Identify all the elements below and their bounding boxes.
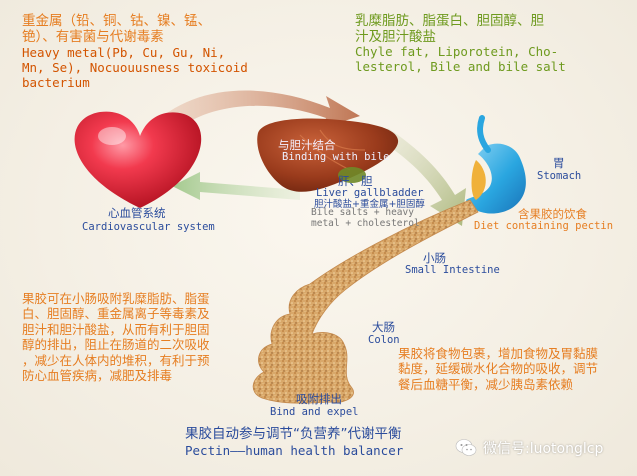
stomach-label-en: Stomach <box>537 170 582 182</box>
stomach-shape <box>466 143 526 214</box>
chyle-fat-en: Chyle fat, Liporotein, Cho- lesterol, Bi… <box>355 44 566 74</box>
wechat-icon <box>455 439 477 456</box>
bind-expel-label-en: Bind and expel <box>270 406 359 418</box>
binding-bile-label-en: Binding with bile <box>282 151 390 163</box>
heavy-metal-en: Heavy metal(Pb, Cu, Gu, Ni, Mn, Se), Noc… <box>22 45 248 90</box>
diet-pectin-label-zh: 含果胶的饮食 <box>518 207 587 221</box>
liver-gallbladder-label-en: Liver gallbladder <box>316 187 424 199</box>
binding-bile-label-zh: 与胆汁结合 <box>278 138 336 152</box>
colon-label-zh: 大肠 <box>372 320 395 334</box>
watermark: 微信号:luotonglcp <box>455 437 603 459</box>
colon-label-en: Colon <box>368 334 400 346</box>
right-description: 果胶将食物包裹，增加食物及胃黏膜 黏度，延缓碳水化合物的吸收，调节 餐后血糖平衡… <box>398 346 599 392</box>
arrow-liver-to-heart <box>172 172 300 200</box>
arrow-liver-to-stomach <box>380 128 466 226</box>
arrow-heart-to-liver <box>150 90 360 138</box>
heavy-metal-zh: 重金属（铅、铜、钴、镍、锰、 铯）、有害菌与代谢毒素 <box>22 13 211 45</box>
liver-gallbladder-label-zh: 肝、胆 <box>338 174 373 188</box>
stomach-label-zh: 胃 <box>553 156 565 170</box>
cardiovascular-label-zh: 心血管系统 <box>108 206 166 220</box>
diet-pectin-label-en: Diet containing pectin <box>474 220 614 232</box>
watermark-text: 微信号:luotonglcp <box>483 441 604 457</box>
small-intestine-label-zh: 小肠 <box>423 251 446 265</box>
bile-salts-detail-zh: 胆汁酸盐+重金属+胆固醇 <box>314 199 425 210</box>
bottom-caption-en: Pectin——human health balancer <box>185 443 404 458</box>
gallbladder-shape <box>338 167 366 183</box>
left-description: 果胶可在小肠吸附乳糜脂肪、脂蛋 白、胆固醇、重金属离子等毒素及 胆汁和胆汁酸盐，… <box>22 291 210 383</box>
bottom-caption-zh: 果胶自动参与调节“负营养”代谢平衡 <box>185 426 402 442</box>
cardiovascular-label-en: Cardiovascular system <box>82 221 215 233</box>
chyle-fat-zh: 乳糜脂肪、脂蛋白、胆固醇、胆 汁及胆汁酸盐 <box>355 13 544 45</box>
bind-expel-label-zh: 吸附排出 <box>296 392 342 406</box>
small-intestine-label-en: Small Intestine <box>405 264 500 276</box>
bile-salts-detail-en: Bile salts + heavy metal + cholesterol <box>311 207 420 230</box>
intestine-path <box>252 199 479 404</box>
liver-shape <box>257 118 399 192</box>
heart-shape <box>74 111 202 208</box>
